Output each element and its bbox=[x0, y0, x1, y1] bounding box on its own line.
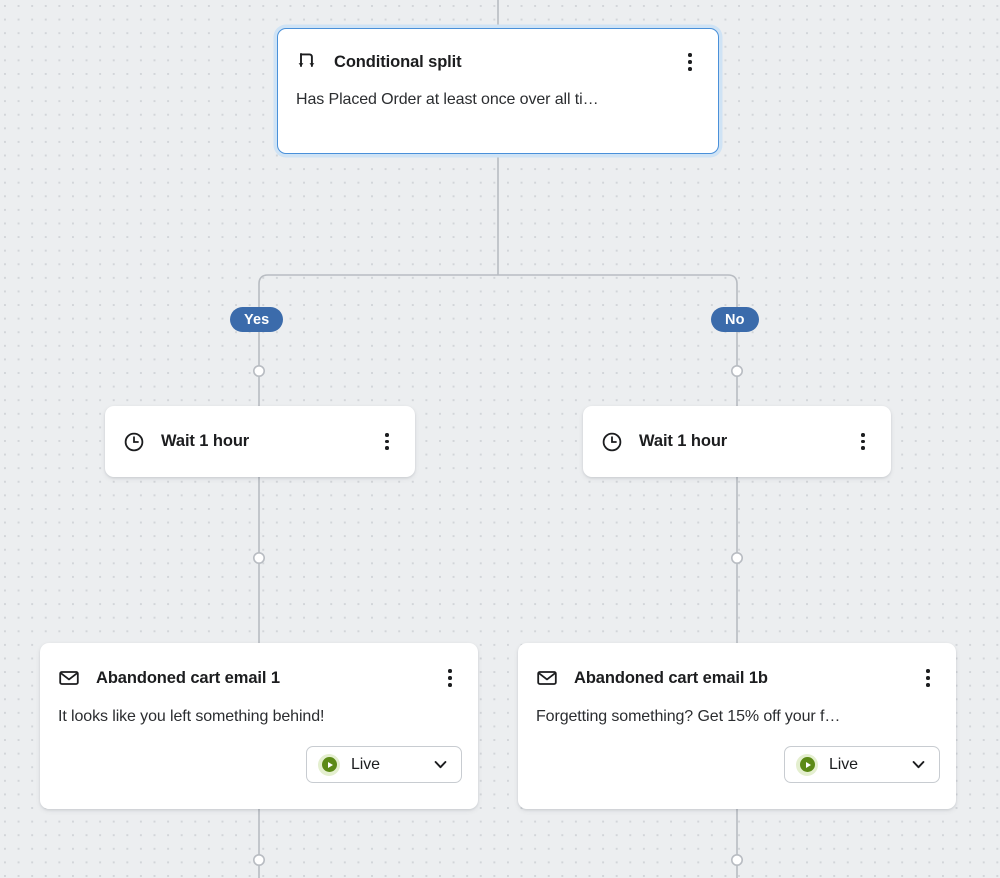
clock-icon bbox=[123, 431, 145, 453]
chevron-down-icon bbox=[432, 756, 449, 773]
add-node-handle-yes-top bbox=[253, 364, 266, 377]
node-header: Abandoned cart email 1b bbox=[518, 643, 956, 699]
add-node-handle-no-top bbox=[730, 364, 743, 377]
envelope-icon bbox=[536, 667, 558, 689]
live-play-icon bbox=[796, 753, 818, 776]
live-play-icon bbox=[318, 753, 340, 776]
status-label: Live bbox=[829, 755, 858, 773]
node-subtitle: It looks like you left something behind! bbox=[58, 708, 325, 725]
add-node-handle-no-mid bbox=[730, 551, 743, 564]
node-conditional-split[interactable]: Conditional split Has Placed Order at le… bbox=[277, 28, 719, 154]
kebab-menu-icon[interactable] bbox=[680, 50, 700, 74]
split-branch-icon bbox=[296, 51, 318, 73]
node-email-abandoned-cart-1[interactable]: Abandoned cart email 1 It looks like you… bbox=[40, 643, 478, 809]
node-subtitle: Forgetting something? Get 15% off your f… bbox=[536, 708, 841, 725]
wire-branch-yes bbox=[258, 274, 498, 406]
node-title: Conditional split bbox=[334, 52, 462, 71]
branch-badge-no[interactable]: No bbox=[711, 307, 759, 332]
kebab-menu-icon[interactable] bbox=[377, 430, 397, 454]
add-node-handle-no-bot bbox=[730, 853, 743, 866]
clock-icon bbox=[601, 431, 623, 453]
status-label: Live bbox=[351, 755, 380, 773]
node-email-abandoned-cart-1b[interactable]: Abandoned cart email 1b Forgetting somet… bbox=[518, 643, 956, 809]
kebab-menu-icon[interactable] bbox=[853, 430, 873, 454]
status-dropdown[interactable]: Live bbox=[784, 746, 940, 783]
add-node-handle-yes-bot bbox=[253, 853, 266, 866]
node-header: Conditional split bbox=[278, 29, 718, 85]
branch-badge-yes[interactable]: Yes bbox=[230, 307, 284, 332]
node-wait-yes[interactable]: Wait 1 hour bbox=[105, 406, 415, 477]
kebab-menu-icon[interactable] bbox=[440, 666, 460, 690]
node-title: Abandoned cart email 1b bbox=[574, 668, 768, 687]
status-dropdown[interactable]: Live bbox=[306, 746, 462, 783]
status-row: Live bbox=[40, 746, 478, 783]
add-node-handle-yes-mid bbox=[253, 551, 266, 564]
status-row: Live bbox=[518, 746, 956, 783]
chevron-down-icon bbox=[910, 756, 927, 773]
node-header: Abandoned cart email 1 bbox=[40, 643, 478, 699]
envelope-icon bbox=[58, 667, 80, 689]
node-title: Wait 1 hour bbox=[161, 432, 250, 450]
node-title: Wait 1 hour bbox=[639, 432, 728, 450]
node-wait-no[interactable]: Wait 1 hour bbox=[583, 406, 891, 477]
wire-branch-no bbox=[498, 274, 738, 406]
node-subtitle: Has Placed Order at least once over all … bbox=[296, 91, 599, 108]
node-header: Wait 1 hour bbox=[105, 406, 415, 477]
node-header: Wait 1 hour bbox=[583, 406, 891, 477]
kebab-menu-icon[interactable] bbox=[918, 666, 938, 690]
node-title: Abandoned cart email 1 bbox=[96, 668, 280, 687]
